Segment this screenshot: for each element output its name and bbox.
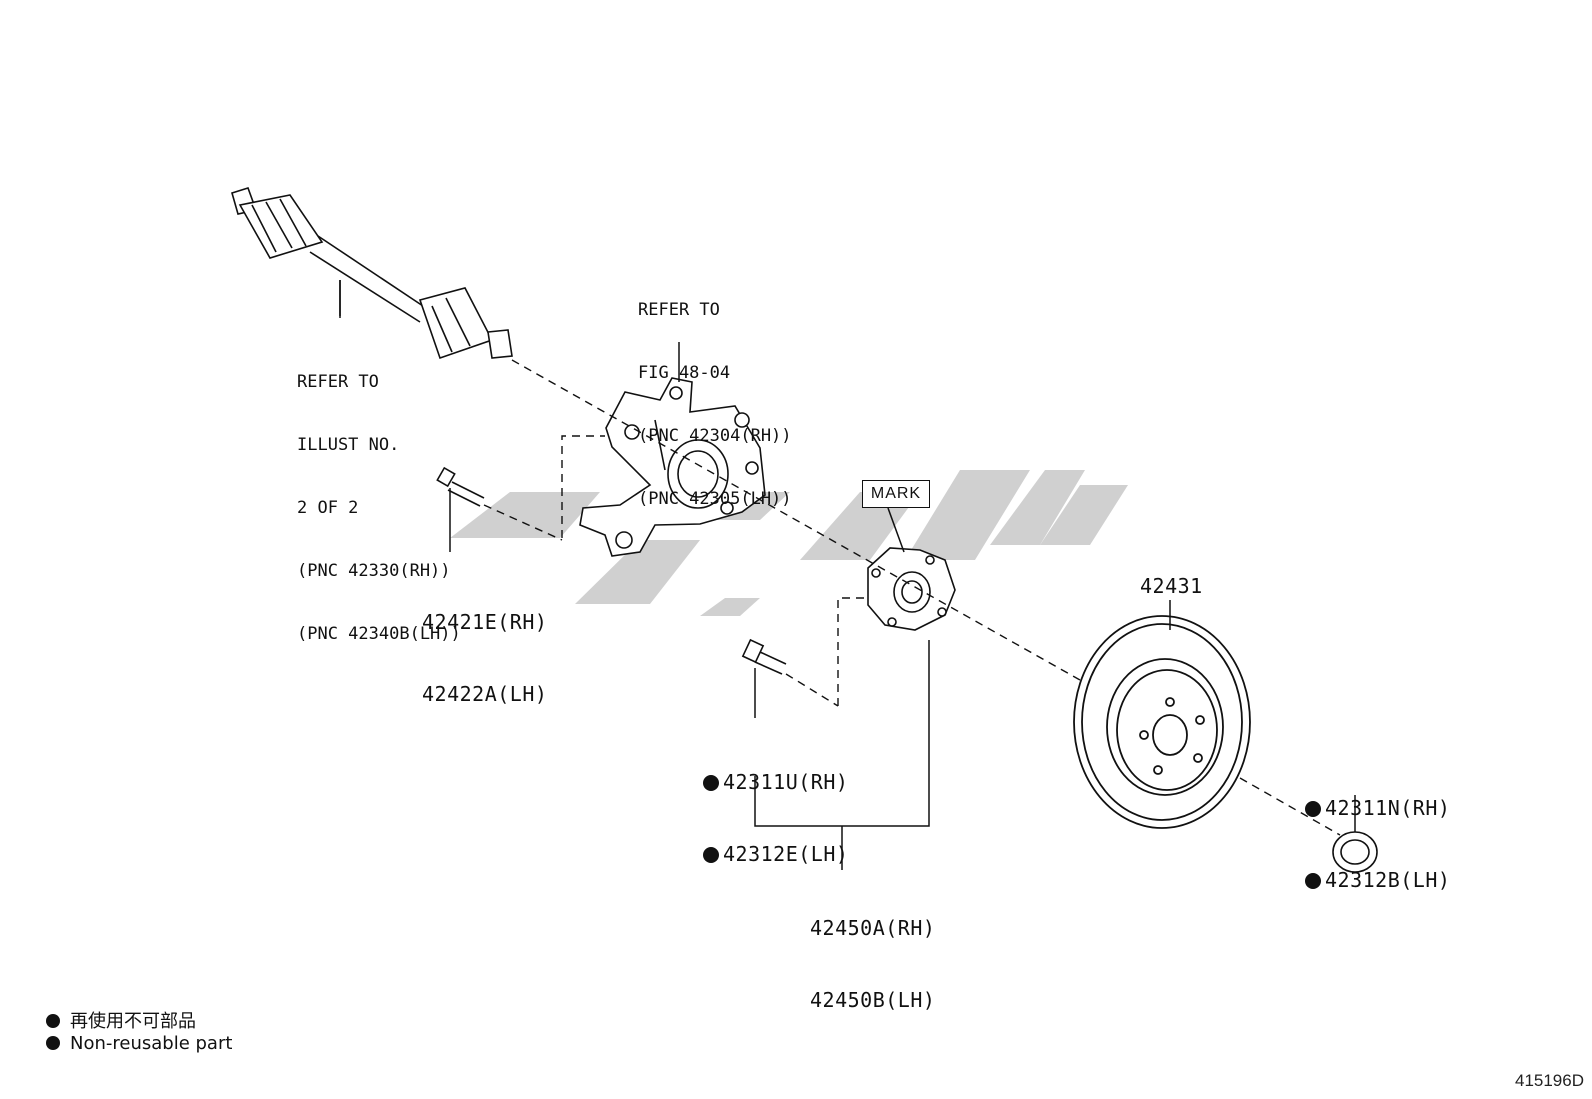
watermark-logo [450,470,1128,616]
refer-knuckle-text: REFER TO FIG 48-04 (PNC 42304(RH)) (PNC … [638,258,792,552]
knuckle-bolt-part-numbers: 42421E(RH) 42422A(LH) [422,562,547,754]
refer-shaft-line-3: 2 OF 2 [297,498,359,518]
part-number: 42312B(LH) [1325,868,1451,892]
drive-shaft [231,187,513,360]
part-number: 42422A(LH) [422,682,548,706]
part-number: 42450B(LH) [810,988,936,1012]
non-reusable-dot-icon [46,1014,60,1028]
refer-knuckle-line-1: REFER TO [638,300,720,320]
refer-knuckle-line-4: (PNC 42305(LH)) [638,489,792,509]
disc-part-number: 42431 [1140,574,1203,598]
legend-chinese: 再使用不可部品 [46,1007,196,1033]
part-number-row: 42312B(LH) [1305,868,1450,892]
knuckle-bolt [436,466,485,507]
hub-bolt-part-numbers: 42311U(RH) 42312E(LH) [703,722,848,914]
part-number: 42311N(RH) [1325,796,1451,820]
figure-number: 415196D [1514,1071,1584,1090]
refer-shaft-line-5: (PNC 42340B(LH)) [297,624,461,644]
part-number: 42312E(LH) [723,842,849,866]
refer-knuckle-line-3: (PNC 42304(RH)) [638,426,792,446]
legend-english: Non-reusable part [46,1033,232,1054]
part-number-row: 42312E(LH) [703,842,848,866]
part-number: 42311U(RH) [723,770,849,794]
part-number: 42421E(RH) [422,610,548,634]
legend-chinese-text: 再使用不可部品 [70,1011,196,1032]
assembly-dashes [483,359,1341,836]
hub-nut [1332,831,1378,873]
legend-english-text: Non-reusable part [70,1033,233,1054]
part-number: 42450A(RH) [810,916,936,940]
refer-shaft-line-2: ILLUST NO. [297,435,400,455]
brake-disc [1073,615,1251,829]
refer-shaft-line-4: (PNC 42330(RH)) [297,561,451,581]
hub-bearing [867,547,956,631]
refer-knuckle-line-2: FIG 48-04 [638,363,731,383]
non-reusable-dot-icon [703,775,719,791]
leader-lines [339,280,1356,870]
non-reusable-dot-icon [46,1036,60,1050]
non-reusable-dot-icon [1305,873,1321,889]
hub-bolt [741,638,787,675]
mark-box: MARK [862,480,930,508]
nut-part-numbers: 42311N(RH) 42312B(LH) [1305,748,1450,940]
part-number-row: 42311U(RH) [703,770,848,794]
non-reusable-dot-icon [1305,801,1321,817]
refer-shaft-line-1: REFER TO [297,372,379,392]
non-reusable-dot-icon [703,847,719,863]
refer-shaft-text: REFER TO ILLUST NO. 2 OF 2 (PNC 42330(RH… [297,330,461,687]
hub-assy-part-numbers: 42450A(RH) 42450B(LH) [810,868,935,1060]
part-number-row: 42311N(RH) [1305,796,1450,820]
